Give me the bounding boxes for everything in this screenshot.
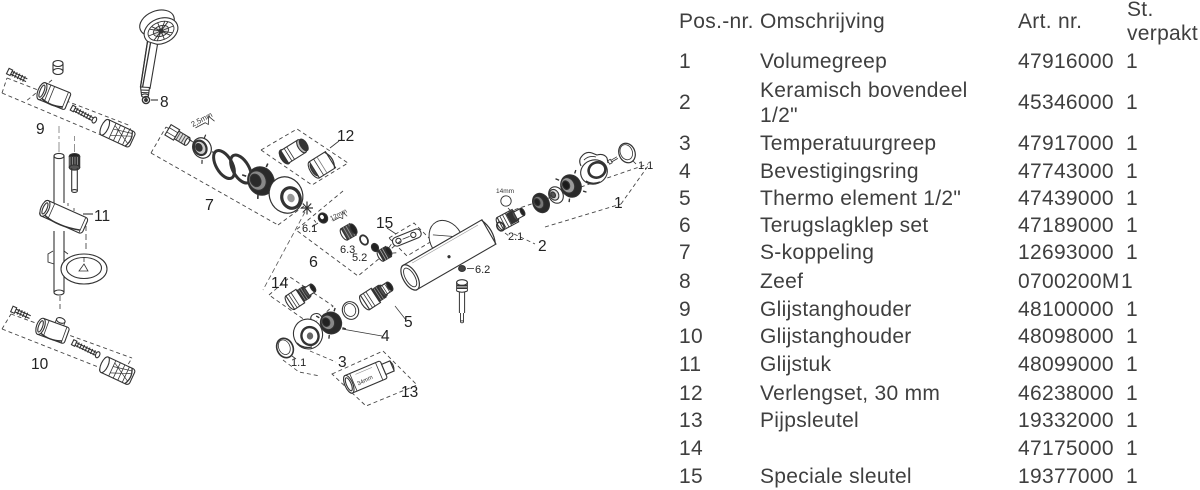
svg-text:5.2: 5.2 — [352, 252, 367, 264]
svg-text:11: 11 — [94, 208, 110, 225]
svg-text:15: 15 — [376, 215, 393, 232]
svg-text:14: 14 — [271, 275, 289, 292]
svg-text:13: 13 — [401, 384, 418, 401]
svg-text:1.1: 1.1 — [638, 160, 653, 172]
svg-text:8: 8 — [160, 94, 169, 111]
svg-text:2.1: 2.1 — [508, 231, 523, 243]
svg-text:6: 6 — [309, 254, 318, 271]
svg-text:5: 5 — [404, 314, 413, 331]
svg-text:12: 12 — [337, 128, 354, 145]
svg-text:2: 2 — [538, 238, 547, 255]
svg-text:12mm: 12mm — [329, 208, 348, 223]
svg-text:9: 9 — [36, 121, 45, 138]
svg-text:10: 10 — [31, 356, 49, 373]
svg-text:7: 7 — [205, 197, 214, 214]
svg-text:6.1: 6.1 — [302, 223, 317, 235]
svg-text:6.2: 6.2 — [475, 264, 490, 276]
svg-text:4: 4 — [381, 328, 390, 345]
svg-text:1: 1 — [614, 195, 623, 212]
svg-text:14mm: 14mm — [496, 188, 514, 195]
svg-text:6.3: 6.3 — [340, 244, 355, 256]
svg-text:1.1: 1.1 — [291, 357, 306, 369]
svg-text:3: 3 — [338, 354, 347, 371]
